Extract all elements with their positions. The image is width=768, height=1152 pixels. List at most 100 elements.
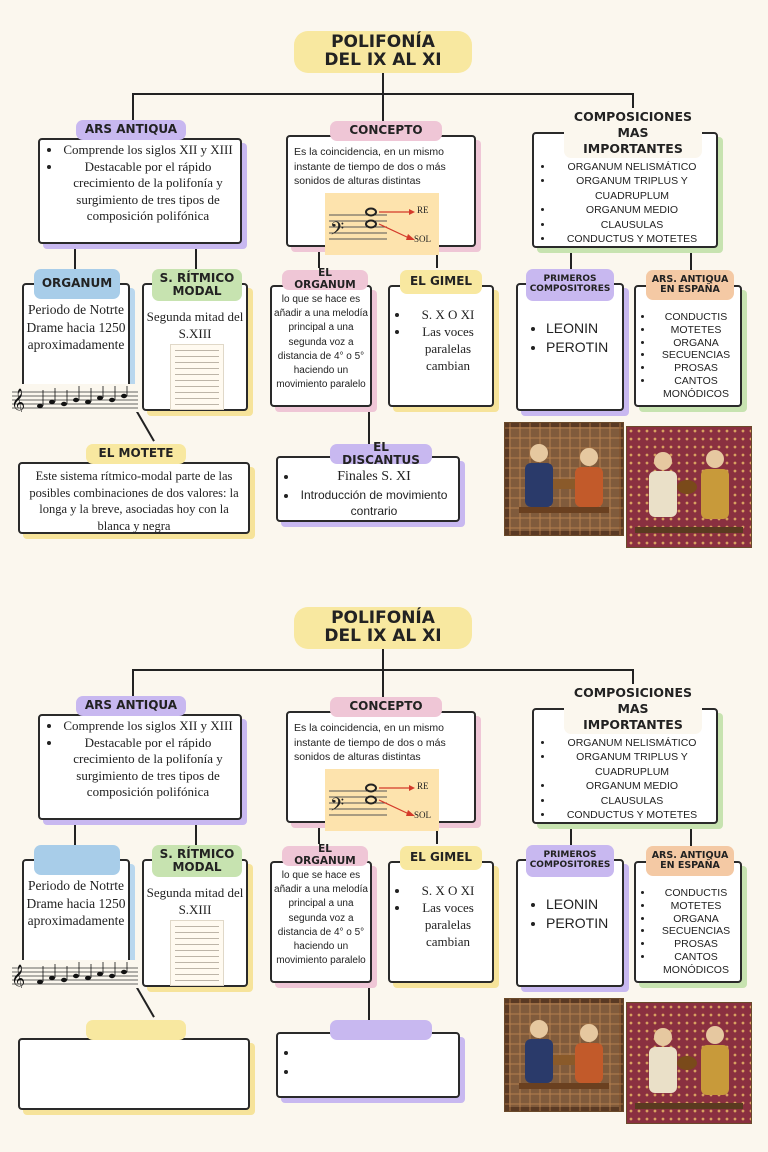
concept-map: POLIFONÍA DEL IX AL XI Comprende los sig… xyxy=(0,576,768,1152)
ars-antiqua-box: Comprende los siglos XII y XIII Destacab… xyxy=(38,714,242,820)
el-gimel-box: S. X O XI Las voces paralelas cambian xyxy=(388,285,494,407)
el-organum-text: lo que se hace es añadir a una melodía p… xyxy=(274,294,368,391)
list-item: CONDUCTUS Y MOTETES xyxy=(554,232,710,246)
connector xyxy=(74,244,76,272)
bass-clef-staff-icon: 𝄢 RE SOL xyxy=(325,769,439,831)
motete-label: EL MOTETE xyxy=(86,444,186,464)
note-re-label: RE xyxy=(417,205,429,215)
medieval-musicians-image xyxy=(504,998,624,1112)
list-item: CONDUCTIS xyxy=(654,311,738,324)
connector xyxy=(132,669,134,697)
svg-text:𝄞: 𝄞 xyxy=(11,388,25,412)
list-item: ORGANUM NELISMÁTICO xyxy=(554,160,710,174)
primeros-list: LEONIN PEROTIN xyxy=(522,319,618,357)
organum-text: Periodo de Notrte Drame hacia 1250 aprox… xyxy=(26,878,126,929)
composiciones-label: COMPOSICIONES MAS IMPORTANTES xyxy=(564,684,702,734)
connector xyxy=(318,822,320,844)
concepto-box: Es la coincidencia, en un mismo instante… xyxy=(286,135,476,247)
list-item: MOTETES xyxy=(654,900,738,913)
list-item: CONDUCTIS xyxy=(654,887,738,900)
svg-text:𝄞: 𝄞 xyxy=(11,964,25,988)
note-re-label: RE xyxy=(417,781,429,791)
connector xyxy=(570,826,572,846)
discantus-label xyxy=(330,1020,432,1040)
connector xyxy=(632,669,634,691)
ars-antiqua-label: ARS ANTIQUA xyxy=(76,120,186,140)
list-item: Comprende los siglos XII y XIII xyxy=(62,718,234,735)
ritmico-text: Segunda mitad del S.XIII xyxy=(146,309,244,341)
connector xyxy=(436,822,438,844)
list-item: PROSAS xyxy=(654,362,738,375)
primeros-label: PRIMEROS COMPOSITORES xyxy=(526,269,614,301)
discantus-box: Finales S. XI Introducción de movimiento… xyxy=(276,456,460,522)
concepto-text: Es la coincidencia, en un mismo instante… xyxy=(294,146,446,188)
list-item: CLAUSULAS xyxy=(554,218,710,232)
list-item: ORGANUM TRIPLUS Y CUADRUPLUM xyxy=(554,750,710,779)
discantus-box xyxy=(276,1032,460,1098)
modal-rhythm-sheet-image xyxy=(170,920,224,986)
ars-antiqua-list: Comprende los siglos XII y XIII Destacab… xyxy=(46,142,234,225)
list-item: ORGANUM TRIPLUS Y CUADRUPLUM xyxy=(554,174,710,203)
concepto-text: Es la coincidencia, en un mismo instante… xyxy=(294,722,446,764)
connector xyxy=(135,985,155,1018)
connector xyxy=(632,93,634,115)
connector xyxy=(382,93,384,123)
discantus-list: Finales S. XI Introducción de movimiento… xyxy=(282,468,450,519)
organum-label: ORGANUM xyxy=(34,269,120,299)
ritmico-label: S. RÍTMICO MODAL xyxy=(152,269,242,301)
connector xyxy=(74,820,76,848)
list-item: LEONIN xyxy=(546,895,618,914)
list-item xyxy=(298,1044,450,1063)
bass-clef-staff-icon: 𝄢 RE SOL xyxy=(325,193,439,255)
connector xyxy=(382,70,384,94)
connector xyxy=(368,986,370,1020)
list-item: SECUENCIAS xyxy=(654,925,738,938)
list-item: Destacable por el rápido crecimiento de … xyxy=(62,735,234,801)
note-sol-label: SOL xyxy=(414,234,432,244)
list-item: Introducción de movimiento contrario xyxy=(298,487,450,519)
connector xyxy=(690,250,692,270)
el-gimel-list: S. X O XI Las voces paralelas cambian xyxy=(394,307,486,375)
organum-text: Periodo de Notrte Drame hacia 1250 aprox… xyxy=(26,302,126,353)
list-item: Comprende los siglos XII y XIII xyxy=(62,142,234,159)
connector xyxy=(690,826,692,846)
el-gimel-box: S. X O XI Las voces paralelas cambian xyxy=(388,861,494,983)
el-gimel-label: EL GIMEL xyxy=(400,270,482,294)
ars-espana-list: CONDUCTIS MOTETES ORGANA SECUENCIAS PROS… xyxy=(638,311,738,401)
primeros-label: PRIMEROS COMPOSITORES xyxy=(526,845,614,877)
discantus-list xyxy=(282,1044,450,1079)
connector xyxy=(135,409,155,442)
motete-text: Este sistema rítmico-modal parte de las … xyxy=(29,469,239,533)
list-item: CANTOS MONÓDICOS xyxy=(654,951,738,977)
list-item: ORGANA xyxy=(654,337,738,350)
composiciones-label: COMPOSICIONES MAS IMPORTANTES xyxy=(564,108,702,158)
primeros-list: LEONIN PEROTIN xyxy=(522,895,618,933)
motete-box: Este sistema rítmico-modal parte de las … xyxy=(18,462,250,534)
treble-clef-staff-icon: 𝄞 xyxy=(10,384,140,417)
list-item: ORGANUM NELISMÁTICO xyxy=(554,736,710,750)
concept-map: POLIFONÍA DEL IX AL XI Comprende los sig… xyxy=(0,0,768,576)
map-title: POLIFONÍA DEL IX AL XI xyxy=(294,607,472,649)
connector xyxy=(318,246,320,268)
connector xyxy=(570,250,572,270)
connector xyxy=(382,669,384,699)
concepto-label: CONCEPTO xyxy=(330,121,442,141)
el-organum-box: lo que se hace es añadir a una melodía p… xyxy=(270,285,372,407)
list-item: SECUENCIAS xyxy=(654,349,738,362)
list-item: MOTETES xyxy=(654,324,738,337)
connector xyxy=(382,646,384,670)
modal-rhythm-sheet-image xyxy=(170,344,224,410)
motete-label xyxy=(86,1020,186,1040)
ars-espana-box: CONDUCTIS MOTETES ORGANA SECUENCIAS PROS… xyxy=(634,861,742,983)
discantus-label: EL DISCANTUS xyxy=(330,440,432,467)
list-item: CONDUCTUS Y MOTETES xyxy=(554,808,710,822)
list-item xyxy=(298,1063,450,1079)
list-item: S. X O XI xyxy=(410,883,486,900)
connector xyxy=(195,820,197,846)
ars-antiqua-list: Comprende los siglos XII y XIII Destacab… xyxy=(46,718,234,801)
organum-label xyxy=(34,845,120,875)
medieval-musicians-image xyxy=(626,1002,752,1124)
el-organum-text: lo que se hace es añadir a una melodía p… xyxy=(274,870,368,967)
list-item: Destacable por el rápido crecimiento de … xyxy=(62,159,234,225)
list-item: PEROTIN xyxy=(546,338,618,357)
